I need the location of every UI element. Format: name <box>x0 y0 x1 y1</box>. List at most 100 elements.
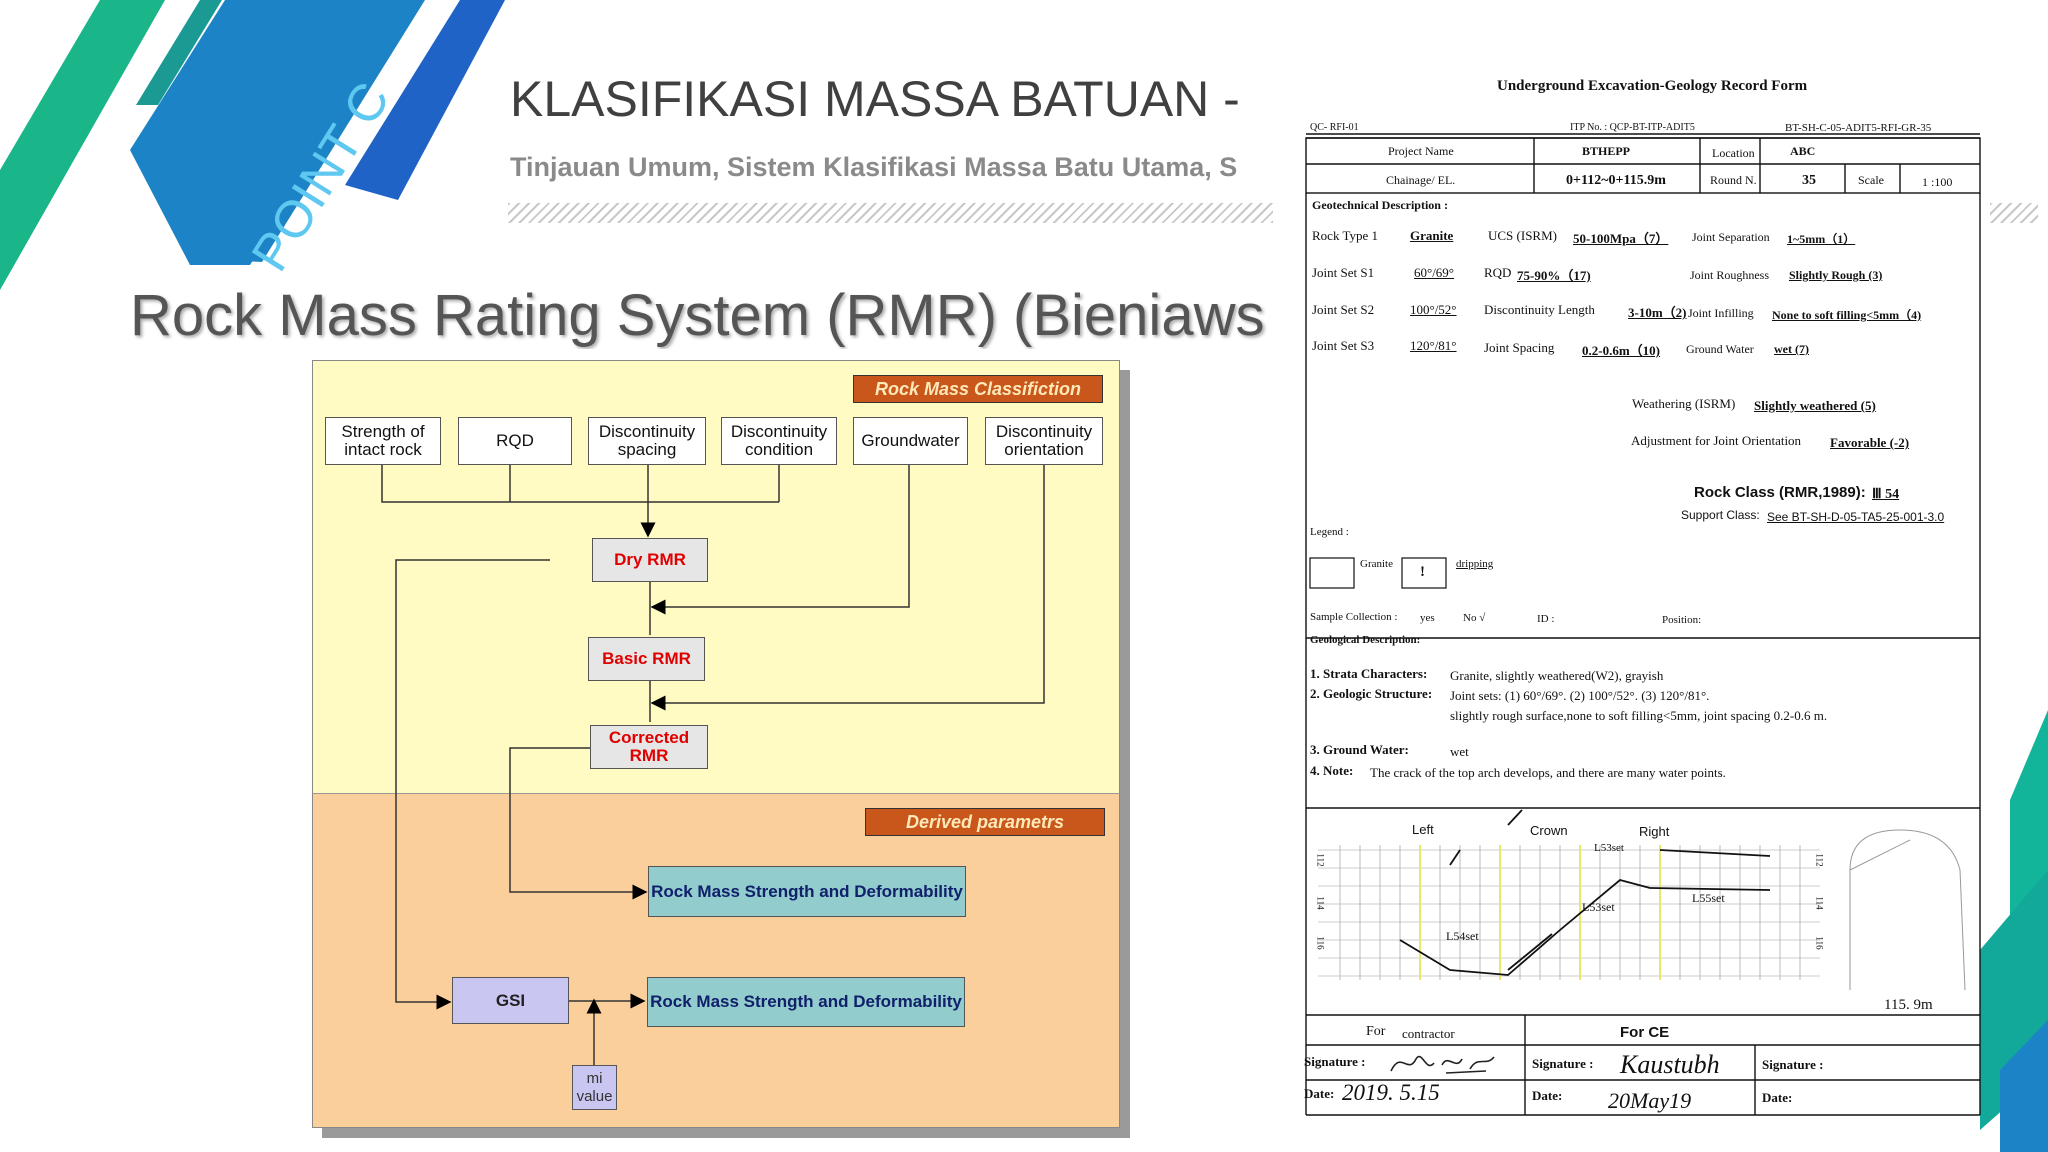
scale-value: 1 :100 <box>1922 175 1953 189</box>
right-accent <box>1980 710 2048 1152</box>
derived-tag: Derived parametrs <box>865 808 1105 836</box>
slide-title: KLASIFIKASI MASSA BATUAN - <box>510 71 1240 127</box>
form-ref-right: BT-SH-C-05-ADIT5-RFI-GR-35 <box>1785 122 1932 134</box>
date-label-3: Date: <box>1762 1090 1793 1105</box>
desc2b-value: slightly rough surface,none to soft fill… <box>1450 708 1828 723</box>
sample-label: Sample Collection : <box>1310 611 1398 623</box>
weathering-value: Slightly weathered (5) <box>1754 398 1876 413</box>
form-title: Underground Excavation-Geology Record Fo… <box>1497 78 1808 94</box>
row2-b-label: RQD <box>1484 265 1512 280</box>
row4-c-label: Ground Water <box>1686 342 1754 356</box>
strength-deformability-box-1: Rock Mass Strength and Deformability <box>648 866 966 917</box>
signature-ce-handwritten: Kaustubh <box>1620 1050 1720 1079</box>
row4-a-label: Joint Set S3 <box>1312 338 1375 353</box>
derived-panel <box>312 793 1120 1128</box>
row3-a: 100°/52° <box>1410 302 1457 317</box>
support-label: Support Class: <box>1681 508 1760 522</box>
signature-label-2: Signature : <box>1532 1056 1594 1071</box>
legend-mark: ! <box>1420 564 1425 580</box>
sample-no: No √ <box>1463 612 1486 624</box>
hatch-divider <box>508 203 1273 223</box>
flow-connectors <box>381 465 1045 1065</box>
row3-b-label: Discontinuity Length <box>1484 302 1595 317</box>
sketch-l54: L54set <box>1446 929 1479 943</box>
hatch-divider-right <box>1990 203 2038 223</box>
form-lines <box>1305 133 1981 1116</box>
round-label: Round N. <box>1710 173 1757 187</box>
desc2a-value: Joint sets: (1) 60°/69°. (2) 100°/52°. (… <box>1450 688 1710 703</box>
chainage-label: Chainage/ EL. <box>1386 173 1456 187</box>
row1-c-label: Joint Separation <box>1692 230 1770 244</box>
for-label: For <box>1366 1024 1386 1039</box>
row2-b: 75-90%（17) <box>1517 268 1591 283</box>
geotech-label: Geotechnical Description : <box>1312 198 1448 212</box>
row3-c: None to soft filling<5mm（4) <box>1772 308 1922 322</box>
date-label-2: Date: <box>1532 1088 1563 1103</box>
desc4-value: The crack of the top arch develops, and … <box>1370 765 1726 780</box>
sketch-l55: L55set <box>1692 891 1725 905</box>
geology-record-form: Underground Excavation-Geology Record Fo… <box>1290 60 2010 1140</box>
row1-a: Granite <box>1410 228 1454 243</box>
green-stripe <box>0 0 165 290</box>
gsi-box: GSI <box>452 977 569 1024</box>
sketch-end: 115. 9m <box>1884 997 1933 1013</box>
param-discontinuity-condition: Discontinuity condition <box>721 417 837 465</box>
sketch-crown: Crown <box>1530 823 1568 838</box>
strength-deformability-box-2: Rock Mass Strength and Deformability <box>647 977 965 1027</box>
rmr-flowchart: Rock Mass Classifiction Derived parametr… <box>312 360 1130 1140</box>
for-ce-label: For CE <box>1620 1024 1670 1041</box>
signature-label-3: Signature : <box>1762 1057 1824 1072</box>
sketch-l53top: L53set <box>1594 842 1624 854</box>
param-strength: Strength of intact rock <box>325 417 441 465</box>
row2-c: Slightly Rough (3) <box>1789 268 1883 282</box>
row3-b: 3-10m（2) <box>1628 305 1687 320</box>
date-ce-handwritten: 20May19 <box>1608 1088 1692 1113</box>
contractor-label: contractor <box>1402 1026 1455 1041</box>
sketch-l53: L53set <box>1582 900 1615 914</box>
legend-granite: Granite <box>1360 558 1393 570</box>
row3-c-label: Joint Infilling <box>1688 306 1754 320</box>
basic-rmr-box: Basic RMR <box>588 637 705 681</box>
desc1-label: 1. Strata Characters: <box>1310 666 1428 681</box>
chainage-left-112: 112 <box>1315 853 1326 867</box>
position-label: Position: <box>1662 614 1702 626</box>
row1-c: 1~5mm（1） <box>1787 232 1856 246</box>
chainage-value: 0+112~0+115.9m <box>1566 173 1666 188</box>
desc1-value: Granite, slightly weathered(W2), grayish <box>1450 668 1664 683</box>
dry-rmr-box: Dry RMR <box>592 538 708 582</box>
round-value: 35 <box>1802 173 1816 188</box>
classification-tag: Rock Mass Classifiction <box>853 375 1103 403</box>
contractor-signature-scribble <box>1390 1055 1495 1074</box>
chainage-left-116: 116 <box>1315 936 1326 950</box>
id-label: ID : <box>1537 613 1555 625</box>
rock-class-label: Rock Class (RMR,1989): <box>1694 484 1866 501</box>
desc2-label: 2. Geologic Structure: <box>1310 686 1433 701</box>
desc3-value: wet <box>1450 744 1469 759</box>
row2-a: 60°/69° <box>1414 265 1455 280</box>
rmr-heading: Rock Mass Rating System (RMR) (Bieniaws <box>130 283 1265 348</box>
teal-stripe-small <box>136 0 222 105</box>
row4-c: wet (7) <box>1774 342 1809 356</box>
chainage-right-112: 112 <box>1814 853 1825 867</box>
support-value: See BT-SH-D-05-TA5-25-001-3.0 <box>1767 510 1945 524</box>
chainage-left-114: 114 <box>1315 896 1326 910</box>
date-label-1: Date: <box>1304 1086 1335 1101</box>
form-ref-left: QC- RFI-01 <box>1310 122 1359 133</box>
project-name-label: Project Name <box>1388 144 1454 158</box>
location-value: ABC <box>1790 144 1816 158</box>
param-discontinuity-spacing: Discontinuity spacing <box>588 417 706 465</box>
sample-yes: yes <box>1420 612 1435 624</box>
geology-sketch <box>1318 809 1966 991</box>
row1-a-label: Rock Type 1 <box>1312 228 1379 243</box>
row1-b: 50-100Mpa（7） <box>1573 231 1669 246</box>
chainage-right-114: 114 <box>1814 896 1825 910</box>
sketch-right: Right <box>1639 824 1670 839</box>
project-name-value: BTHEPP <box>1582 144 1631 158</box>
form-ref-mid: ITP No. : QCP-BT-ITP-ADIT5 <box>1570 122 1695 133</box>
legend-dripping: dripping <box>1456 558 1494 570</box>
blue-accent-band <box>345 0 505 200</box>
chainage-right-116: 116 <box>1814 936 1825 950</box>
desc4-label: 4. Note: <box>1310 763 1354 778</box>
date-contractor-handwritten: 2019. 5.15 <box>1342 1080 1440 1105</box>
signature-label-1: Signature : <box>1304 1054 1366 1069</box>
